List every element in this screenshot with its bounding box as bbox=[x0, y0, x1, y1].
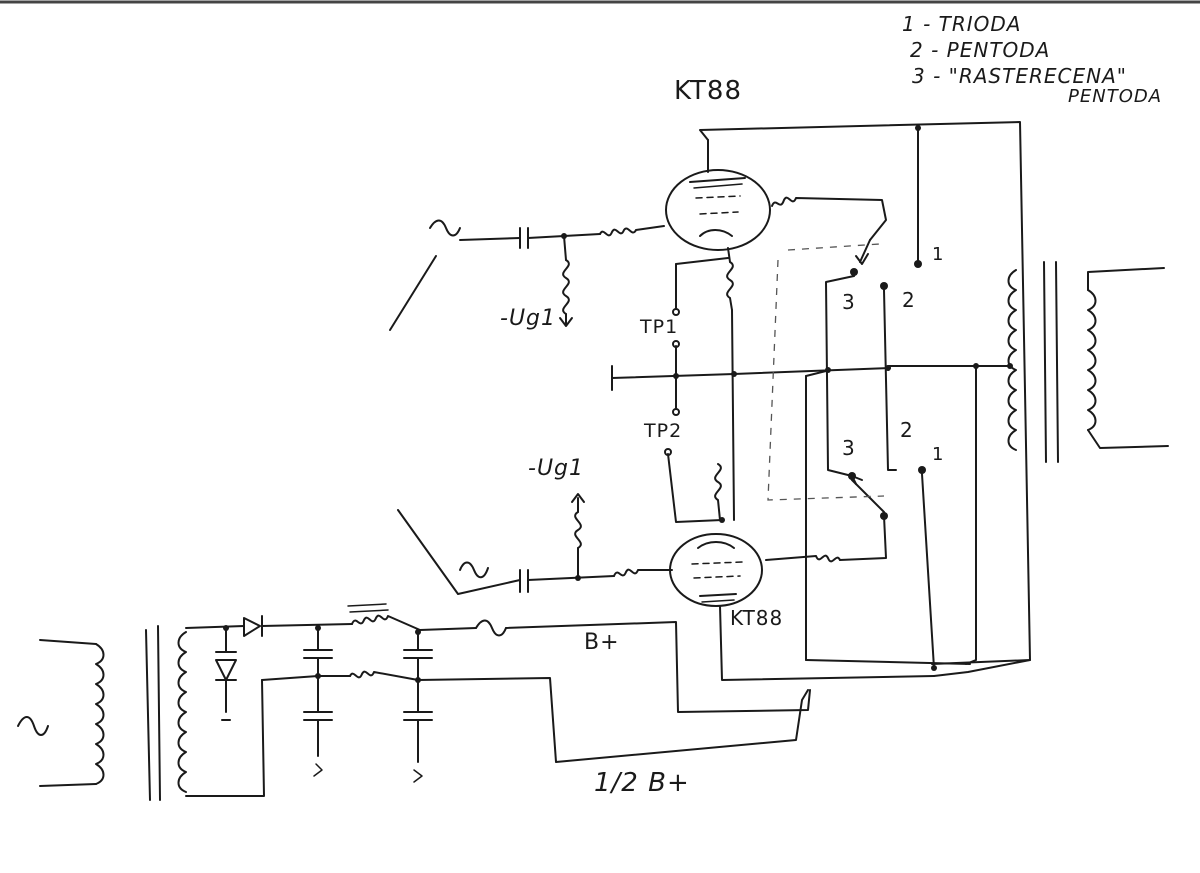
half-bplus-label: 1/2 B+ bbox=[594, 768, 690, 798]
top-tube-label: KT88 bbox=[674, 76, 742, 106]
legend-line-3: 3 - "RASTERECENA" bbox=[912, 64, 1127, 88]
switch-bottom-pos-3: 3 bbox=[842, 436, 856, 460]
legend-line-3b: PENTODA bbox=[1068, 86, 1163, 107]
legend-line-1: 1 - TRIODA bbox=[902, 12, 1022, 36]
switching-network bbox=[699, 121, 1031, 681]
switch-top-pos-1: 1 bbox=[932, 244, 945, 265]
switch-bottom-pos-1: 1 bbox=[932, 444, 945, 465]
ug1-bottom-label: -Ug1 bbox=[528, 456, 585, 481]
tp2-label: TP2 bbox=[644, 420, 683, 442]
cathode-circuit bbox=[611, 247, 891, 523]
output-transformer bbox=[1007, 261, 1169, 463]
top-tube bbox=[665, 139, 771, 251]
bplus-label: B+ bbox=[584, 630, 620, 655]
switch-top-pos-3: 3 bbox=[842, 290, 856, 314]
bottom-tube-label: KT88 bbox=[730, 606, 784, 630]
switch-linkage-bottom bbox=[767, 259, 885, 501]
bottom-input-stage bbox=[397, 493, 673, 595]
bottom-tube bbox=[669, 533, 763, 607]
switch-top-pos-2: 2 bbox=[902, 288, 916, 312]
switch-bottom-pos-2: 2 bbox=[900, 418, 914, 442]
legend-line-2: 2 - PENTODA bbox=[910, 38, 1051, 62]
top-input-stage bbox=[389, 219, 665, 331]
switch-linkage-top bbox=[787, 243, 881, 251]
tp1-label: TP1 bbox=[640, 316, 679, 338]
power-supply bbox=[17, 603, 811, 801]
ug1-top-label: -Ug1 bbox=[500, 306, 557, 331]
